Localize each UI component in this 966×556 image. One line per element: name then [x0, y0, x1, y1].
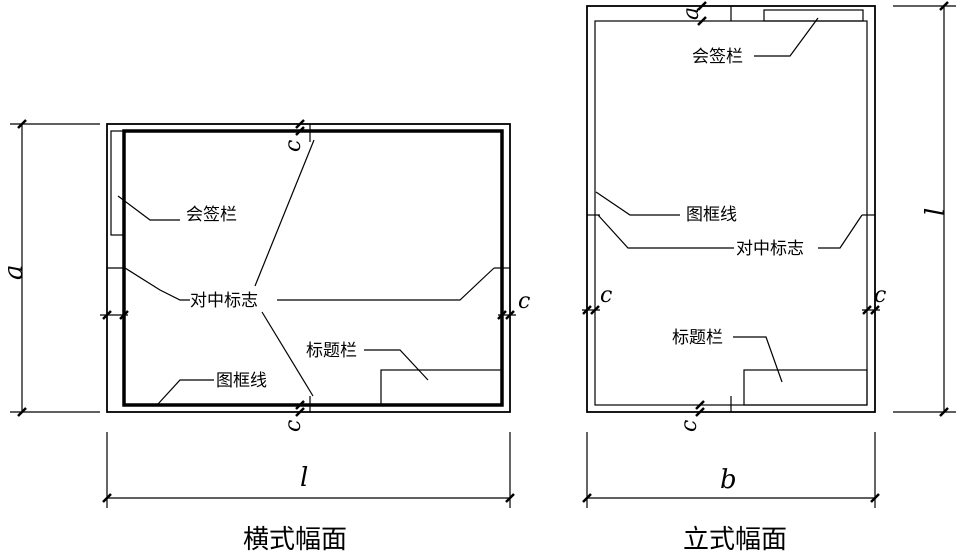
portrait-frame-leader — [595, 191, 680, 216]
landscape-centering-leader-left — [124, 267, 190, 301]
landscape-dim-margin-bottom: c — [281, 420, 306, 432]
landscape-countersign-leader — [117, 195, 180, 221]
landscape-titleblock-leader — [364, 349, 429, 381]
landscape-sheet-border — [106, 123, 511, 413]
landscape-centering-leader-bottom — [261, 311, 314, 397]
portrait-centering-leader-right — [818, 214, 863, 249]
portrait-countersign-leader — [754, 17, 819, 57]
landscape-dim-height: a — [0, 264, 29, 280]
landscape-centering-leader-top — [254, 139, 315, 287]
landscape-centering-label: 对中标志 — [190, 291, 258, 311]
landscape-frame-line — [122, 129, 504, 407]
portrait-countersign-block — [763, 9, 864, 22]
portrait-dim-width: b — [720, 465, 737, 495]
portrait-dim-margin-right: c — [874, 283, 886, 308]
portrait-frame-label: 图框线 — [686, 205, 737, 225]
portrait-dim-top: a — [679, 7, 704, 20]
portrait-format: 会签栏 图框线 对中标志 标题栏 l b a c c c — [582, 1, 956, 555]
landscape-titleblock-label: 标题栏 — [306, 341, 357, 361]
landscape-frame-label: 图框线 — [216, 371, 267, 391]
landscape-centering-leader-right — [277, 267, 495, 301]
portrait-countersign-label: 会签栏 — [692, 47, 743, 67]
portrait-caption: 立式幅面 — [683, 525, 787, 555]
portrait-centering-leader-left — [597, 214, 734, 249]
landscape-format: 会签栏 对中标志 图框线 标题栏 a l c c c — [0, 119, 530, 555]
landscape-caption: 横式幅面 — [243, 525, 347, 555]
landscape-countersign-label: 会签栏 — [186, 205, 237, 225]
landscape-dim-margin-right: c — [518, 289, 530, 314]
landscape-frame-leader — [157, 379, 214, 405]
landscape-countersign-block — [110, 130, 125, 236]
portrait-titleblock — [743, 369, 868, 406]
portrait-titleblock-label: 标题栏 — [672, 328, 723, 348]
portrait-dim-margin-bottom: c — [677, 420, 702, 432]
landscape-dim-margin-top: c — [281, 140, 306, 152]
portrait-titleblock-leader — [733, 336, 783, 383]
landscape-titleblock — [380, 369, 503, 406]
landscape-dim-width: l — [300, 463, 308, 493]
portrait-centering-label: 对中标志 — [736, 239, 804, 259]
portrait-dim-margin-left: c — [600, 283, 612, 308]
portrait-dim-height: l — [921, 208, 951, 216]
